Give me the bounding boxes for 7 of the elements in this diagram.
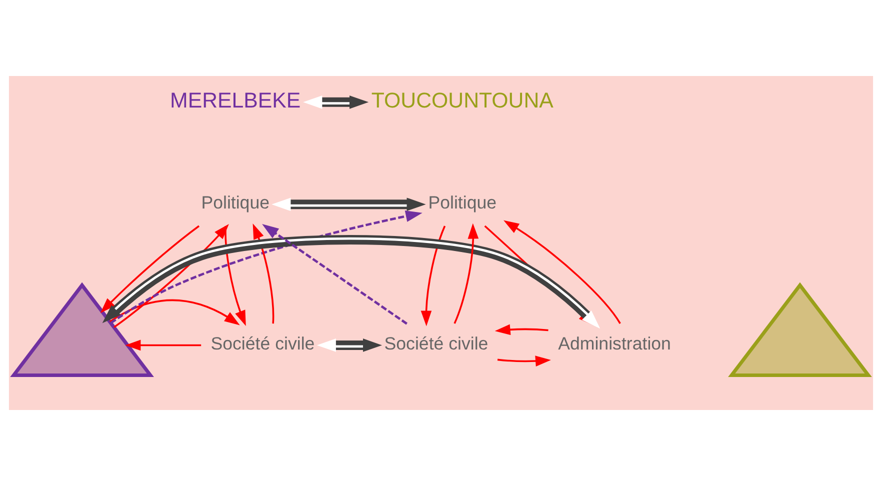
node-text: Politique	[428, 192, 497, 213]
node-text: Administration	[558, 333, 671, 354]
node-text: Politique	[201, 192, 270, 213]
node-text: TOUCOUNTOUNA	[371, 88, 554, 112]
node-text: Société civile	[384, 333, 488, 354]
node-text: MERELBEKE	[170, 88, 301, 112]
node-text: Société civile	[210, 333, 315, 354]
